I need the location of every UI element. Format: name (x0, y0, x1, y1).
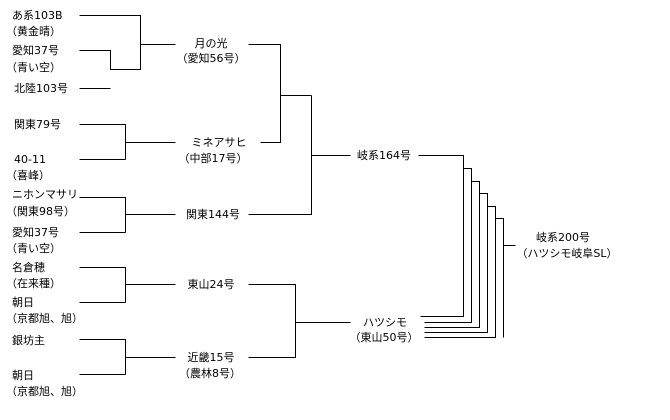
line-kanto79 (79, 124, 126, 160)
ancestor-name: ニホンマサリ (12, 188, 78, 201)
intermediate-name: ミネアサヒ (191, 136, 247, 149)
intermediate-name: 近畿15号 (187, 351, 235, 364)
ancestor-note: （在来種） (6, 277, 61, 290)
intermediate-name: 月の光 (194, 37, 228, 50)
ancestor-name: 北陸103号 (14, 82, 68, 95)
line-nagurabo (79, 267, 126, 303)
ancestor-name: あ系103B (12, 9, 63, 22)
ancestor-name: 愛知37号 (12, 44, 59, 57)
line-nihonmasari (79, 197, 126, 233)
ancestor-note: （黄金晴） (6, 25, 61, 38)
ancestor-name: 愛知37号 (12, 226, 59, 239)
backcross-2 (424, 181, 480, 328)
line-ginbozu (79, 339, 126, 375)
intermediate-name: 東山24号 (187, 278, 235, 291)
line-gikei164-out (418, 155, 464, 317)
backcross-1 (424, 168, 472, 323)
intermediate-note: （農林8号） (179, 367, 241, 380)
result-note: （ハツシモ岐阜SL） (516, 247, 618, 260)
parent-name: 岐系164号 (357, 149, 411, 162)
line-tsukinohikari-out (248, 44, 281, 143)
intermediate-note: （中部17号） (178, 152, 248, 165)
ancestor-name: 関東79号 (14, 118, 61, 131)
result-name: 岐系200号 (536, 231, 590, 244)
line-a103b (79, 15, 141, 45)
line-aichi37-north (79, 44, 141, 70)
ancestor-name: 名倉穂 (12, 261, 45, 274)
ancestor-note: （青い空） (6, 242, 61, 255)
line-kanto144-out (248, 95, 312, 215)
ancestor-note: （喜峰） (6, 169, 50, 182)
line-higashiyama24-out (248, 284, 296, 358)
ancestor-name: 朝日 (12, 296, 34, 309)
intermediate-name: 関東144号 (186, 208, 240, 221)
backcross-5 (495, 218, 504, 338)
backcross-4 (424, 206, 496, 338)
ancestor-note: （京都旭、旭） (6, 312, 83, 325)
ancestor-note: （京都旭、旭） (6, 385, 83, 398)
ancestor-note: （関東98号） (6, 205, 75, 218)
ancestor-name: 朝日 (12, 369, 34, 382)
parent-name: ハツシモ (363, 316, 407, 329)
intermediate-note: （愛知56号） (176, 52, 246, 65)
ancestor-note: （青い空） (6, 61, 61, 74)
parent-note: （東山50号） (349, 331, 419, 344)
ancestor-name: 40-11 (14, 153, 46, 166)
backcross-3 (424, 193, 488, 333)
ancestor-name: 銀坊主 (12, 334, 45, 347)
